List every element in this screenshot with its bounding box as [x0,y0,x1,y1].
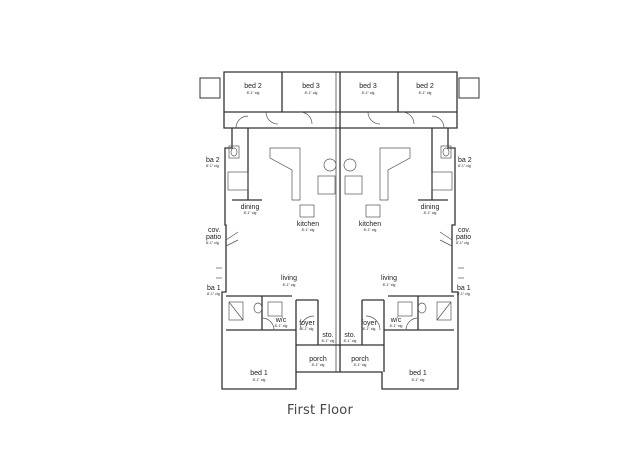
dim-ba2-right: 8'-1" clg [458,164,471,168]
label-sto-left: sto. [322,332,333,339]
label-ba1-left: ba 1 [207,285,221,292]
walls [221,71,459,390]
label-wc-left: w/c [275,317,287,324]
dim-patio-right: 8'-1" clg [456,241,469,245]
dim-kitchen-left: 8'-1" clg [302,228,315,232]
label-foyer-right: foyer [361,320,377,327]
dim-sto-left: 8'-1" clg [322,339,335,343]
dim-ba2-left: 8'-1" clg [206,164,219,168]
label-bed2-right: bed 2 [416,83,434,90]
dim-bed1-right: 8'-1" clg [412,378,425,382]
label-ba2-left: ba 2 [206,157,220,164]
floor-caption: First Floor [286,403,354,418]
label-ba1-right: ba 1 [457,285,471,292]
label-dining-left: dining [241,204,260,211]
label-porch-left: porch [309,356,327,363]
label-living-left: living [281,275,297,282]
dim-bed3-right: 8'-1" clg [362,91,375,95]
label-dining-right: dining [421,204,440,211]
label-bed1-right: bed 1 [409,370,427,377]
room-labels: bed 2 8'-1" clg bed 3 8'-1" clg bed 3 8'… [206,83,472,382]
label-kitchen-right: kitchen [359,221,381,228]
label-wc-right: w/c [390,317,402,324]
label-foyer-left: foyer [299,320,315,327]
dim-bed3-left: 8'-1" clg [305,91,318,95]
dim-ba1-right: 8'-1" clg [457,292,470,296]
label-porch-right: porch [351,356,369,363]
dim-dining-right: 8'-1" clg [424,211,437,215]
dim-porch-left: 8'-1" clg [312,363,325,367]
label-patio-left: patio [206,234,221,241]
dim-living-left: 8'-1" clg [283,283,296,287]
dim-kitchen-right: 8'-1" clg [364,228,377,232]
label-bed3-right: bed 3 [359,83,377,90]
dim-patio-left: 8'-1" clg [206,241,219,245]
label-cov-right: cov. [458,227,470,234]
label-living-right: living [381,275,397,282]
dim-foyer-left: 8'-1" clg [301,327,314,331]
dim-dining-left: 8'-1" clg [244,211,257,215]
label-bed1-left: bed 1 [250,370,268,377]
label-kitchen-left: kitchen [297,221,319,228]
dim-bed2-left: 8'-1" clg [247,91,260,95]
dim-wc-left: 8'-1" clg [275,324,288,328]
dim-wc-right: 8'-1" clg [390,324,403,328]
fixtures [199,77,480,331]
dim-bed2-right: 8'-1" clg [419,91,432,95]
dim-porch-right: 8'-1" clg [354,363,367,367]
dim-living-right: 8'-1" clg [383,283,396,287]
label-ba2-right: ba 2 [458,157,472,164]
dim-ba1-left: 8'-1" clg [207,292,220,296]
dim-foyer-right: 8'-1" clg [363,327,376,331]
label-bed2-left: bed 2 [244,83,262,90]
label-bed3-left: bed 3 [302,83,320,90]
dim-bed1-left: 8'-1" clg [253,378,266,382]
dim-sto-right: 8'-1" clg [344,339,357,343]
label-patio-right: patio [456,234,471,241]
label-cov-left: cov. [208,227,220,234]
label-sto-right: sto. [344,332,355,339]
